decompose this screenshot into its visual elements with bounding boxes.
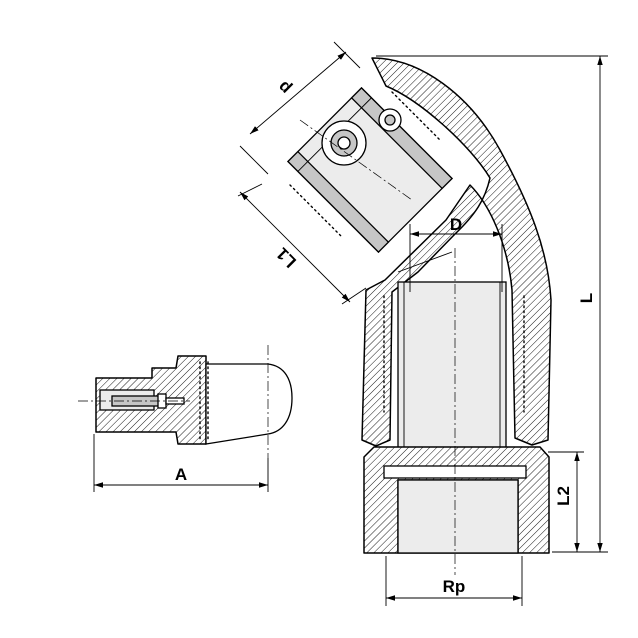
elbow-fitting xyxy=(287,57,552,575)
label-A: A xyxy=(175,465,187,484)
terminal-detail xyxy=(78,345,293,458)
dimensions xyxy=(93,41,608,606)
thread-bore xyxy=(397,479,519,554)
label-L: L xyxy=(577,293,596,303)
terminal-pin xyxy=(321,108,402,166)
heating-coil-upper xyxy=(391,91,441,141)
label-d: d xyxy=(275,76,296,97)
label-D: D xyxy=(450,215,462,234)
label-Rp: Rp xyxy=(443,577,466,596)
elbow-body-section xyxy=(361,57,552,447)
label-L2: L2 xyxy=(554,486,573,506)
inner-pipe xyxy=(397,281,507,467)
